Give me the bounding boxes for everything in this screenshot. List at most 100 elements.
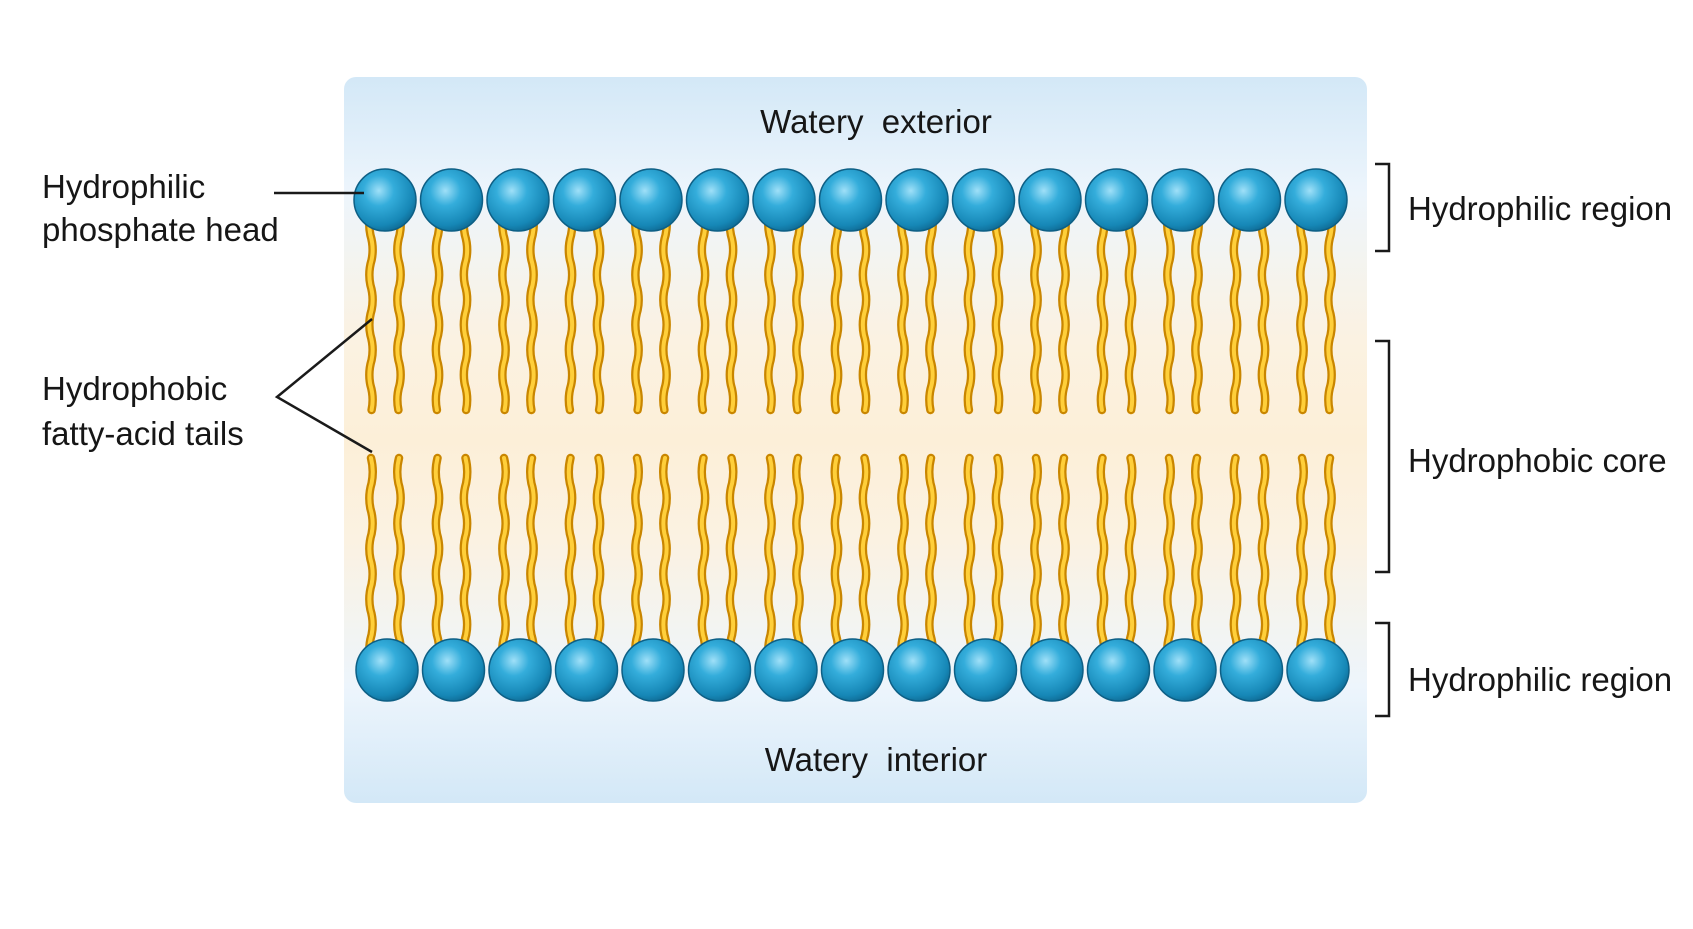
phosphate-head	[1286, 638, 1350, 702]
phosphate-head	[1086, 638, 1151, 702]
phosphate-head	[1084, 168, 1149, 232]
fatty-acid-tail-highlight	[1032, 456, 1040, 662]
phosphate-head	[486, 168, 550, 232]
fatty-acid-tail-highlight	[433, 208, 442, 412]
fatty-acid-tail-highlight	[965, 208, 974, 412]
fatty-acid-tail-highlight	[1165, 208, 1173, 412]
fatty-acid-tail-highlight	[461, 208, 470, 412]
fatty-acid-tail-highlight	[899, 456, 907, 662]
fatty-acid-tail-highlight	[794, 456, 802, 662]
phosphate-head	[685, 168, 750, 232]
phosphate-head	[554, 638, 619, 702]
fatty-acid-tail-highlight	[794, 208, 802, 412]
fatty-acid-tail-highlight	[699, 456, 708, 662]
fatty-acid-tail-highlight	[594, 208, 603, 412]
fatty-acid-tail-highlight	[1126, 456, 1135, 662]
fatty-acid-tail-highlight	[1060, 208, 1068, 412]
phosphate-head	[419, 168, 484, 232]
fatty-acid-tail-highlight	[367, 456, 375, 662]
top-leaflet-heads	[353, 168, 1348, 232]
fatty-acid-tail-highlight	[461, 456, 470, 662]
fatty-acid-tail-highlight	[832, 456, 841, 662]
fatty-acid-tail-highlight	[395, 456, 403, 662]
fatty-acid-tail-highlight	[1231, 208, 1240, 412]
fatty-acid-tail-highlight	[594, 456, 603, 662]
tails-label-line1: Hydrophobic	[42, 370, 227, 407]
fatty-acid-tail-highlight	[395, 208, 403, 412]
fatty-acid-tail-highlight	[766, 208, 774, 412]
phosphate-head	[687, 638, 752, 702]
phosphate-head	[1217, 168, 1282, 232]
head-label-line1: Hydrophilic	[42, 168, 205, 205]
phosphate-head	[1018, 168, 1082, 232]
fatty-acid-tail-highlight	[927, 456, 935, 662]
fatty-acid-tail-highlight	[1193, 208, 1201, 412]
region-core-label: Hydrophobic core	[1408, 442, 1667, 479]
fatty-acid-tail-highlight	[1098, 208, 1107, 412]
phosphate-head	[754, 638, 818, 702]
fatty-acid-tail-highlight	[832, 208, 841, 412]
phosphate-head	[953, 638, 1018, 702]
phosphate-head	[353, 168, 417, 232]
fatty-acid-tail-highlight	[528, 456, 536, 662]
fatty-acid-tail-highlight	[766, 456, 774, 662]
fatty-acid-tail-highlight	[1193, 456, 1201, 662]
phosphate-head	[1219, 638, 1284, 702]
bracket-top	[1375, 162, 1391, 253]
bracket-bottom	[1375, 621, 1391, 718]
fatty-acid-tail-highlight	[993, 208, 1002, 412]
fatty-acid-tail-highlight	[500, 456, 508, 662]
fatty-acid-tail-highlight	[1298, 456, 1306, 662]
fatty-acid-tail-highlight	[528, 208, 536, 412]
fatty-acid-tail-highlight	[699, 208, 708, 412]
fatty-acid-tail-highlight	[661, 208, 669, 412]
fatty-acid-tail-highlight	[1259, 456, 1268, 662]
fatty-acid-tail-highlight	[367, 208, 375, 412]
fatty-acid-tail-highlight	[927, 208, 935, 412]
phosphate-head	[552, 168, 617, 232]
phosphate-head	[820, 638, 885, 702]
fatty-acid-tail-highlight	[1231, 456, 1240, 662]
fatty-acid-tail-highlight	[661, 456, 669, 662]
tails-leader-line	[274, 318, 373, 454]
phosphate-head	[752, 168, 816, 232]
fatty-acid-tail-highlight	[727, 208, 736, 412]
fatty-acid-tail-highlight	[1326, 456, 1334, 662]
phosphate-head	[887, 638, 951, 702]
tails-label-line2: fatty-acid tails	[42, 415, 244, 452]
region-top-label: Hydrophilic region	[1408, 190, 1672, 227]
fatty-acid-tail-highlight	[965, 456, 974, 662]
head-label-line2: phosphate head	[42, 211, 279, 248]
fatty-acid-tail-highlight	[860, 456, 869, 662]
fatty-acid-tail-highlight	[993, 456, 1002, 662]
fatty-acid-tail-highlight	[1165, 456, 1173, 662]
fatty-acid-tail-highlight	[433, 456, 442, 662]
fatty-acid-tail-highlight	[727, 456, 736, 662]
phosphate-head	[355, 638, 419, 702]
watery-exterior-label: Watery exterior	[760, 103, 992, 140]
fatty-acid-tail-highlight	[1060, 456, 1068, 662]
fatty-acid-tail-highlight	[633, 208, 641, 412]
phosphate-head	[885, 168, 949, 232]
bottom-leaflet-heads	[355, 638, 1350, 702]
bracket-core	[1375, 339, 1391, 574]
region-bottom-label: Hydrophilic region	[1408, 661, 1672, 698]
fatty-acid-tail-highlight	[500, 208, 508, 412]
phosphate-head	[1153, 638, 1217, 702]
fatty-acid-tail-highlight	[1298, 208, 1306, 412]
phosphate-head	[1020, 638, 1084, 702]
phosphate-head	[488, 638, 552, 702]
fatty-acid-tail-highlight	[566, 456, 575, 662]
phosphate-head	[818, 168, 883, 232]
watery-interior-label: Watery interior	[765, 741, 988, 778]
fatty-acid-tail-highlight	[566, 208, 575, 412]
phosphate-head	[1284, 168, 1348, 232]
bottom-leaflet-tails	[365, 453, 1336, 665]
fatty-acid-tail-highlight	[1098, 456, 1107, 662]
fatty-acid-tail-highlight	[1326, 208, 1334, 412]
fatty-acid-tail-highlight	[1126, 208, 1135, 412]
phosphate-head	[621, 638, 685, 702]
phosphate-head	[951, 168, 1016, 232]
fatty-acid-tail-highlight	[1259, 208, 1268, 412]
